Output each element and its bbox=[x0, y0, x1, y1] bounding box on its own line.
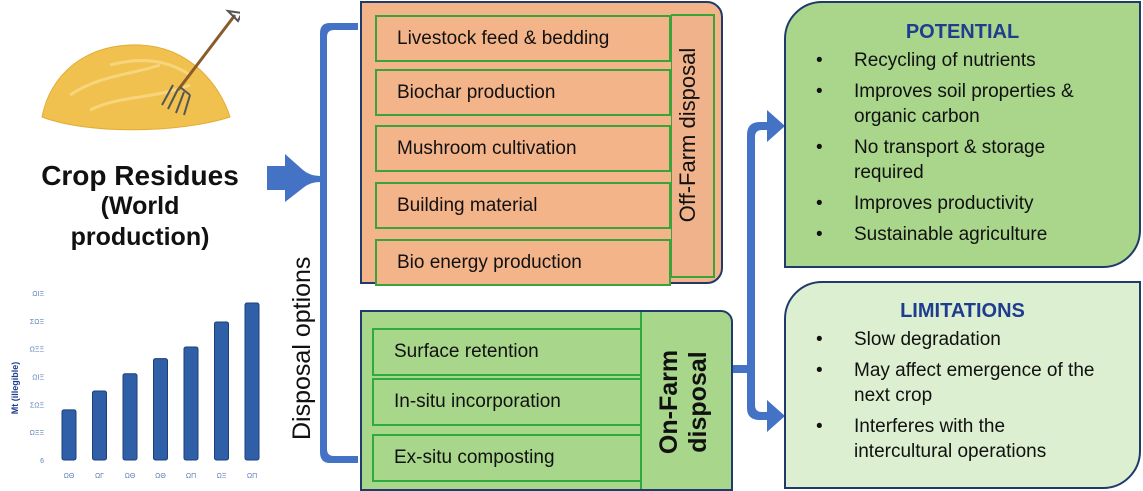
world-production-bar-chart: 6 ΩΞΞ ΣΩΞ ΩΙΞ ΩΞΞ ΣΩΞ ΩΙΞ ΩΘ ΩΓ ΩΘ ΩΘ ΩΠ ΩΞ ΩΠ Mt (i… bbox=[10, 291, 260, 480]
bullet-icon: • bbox=[816, 50, 823, 71]
potential-panel: POTENTIAL • Recycling of nutrients • Impro… bbox=[784, 1, 1141, 268]
chart-x-tick-label: ΩΠ bbox=[247, 473, 257, 480]
off-farm-item: Biochar production bbox=[375, 69, 671, 116]
bullet-icon: • bbox=[816, 329, 823, 350]
chart-x-tick-label: ΩΘ bbox=[155, 473, 166, 480]
chart-bar bbox=[92, 390, 107, 461]
potential-item: • Improves productivity bbox=[816, 191, 1129, 216]
bullet-icon: • bbox=[816, 193, 823, 214]
off-farm-label: Off-Farm disposal bbox=[675, 47, 700, 223]
potential-list: • Recycling of nutrients • Improves soil p… bbox=[786, 48, 1139, 247]
chart-y-tick-label: ΣΩΞ bbox=[30, 319, 45, 326]
on-farm-label-column bbox=[640, 312, 727, 489]
on-farm-panel: Surface retention In-situ incorporation … bbox=[360, 310, 733, 491]
bullet-icon: • bbox=[816, 137, 823, 158]
chart-y-tick-label: ΩΞΞ bbox=[30, 347, 45, 354]
chart-x-tick-label: ΩΠ bbox=[186, 473, 196, 480]
potential-item: • Recycling of nutrients bbox=[816, 48, 1129, 73]
off-farm-item: Building material bbox=[375, 182, 671, 229]
off-farm-item: Bio energy production bbox=[375, 239, 671, 286]
pitchfork-icon bbox=[161, 9, 240, 116]
chart-y-tick-label: ΩΞΞ bbox=[30, 430, 45, 437]
bullet-icon: • bbox=[816, 360, 823, 381]
off-farm-label-column bbox=[671, 14, 715, 278]
crop-residue-heap-image bbox=[41, 9, 240, 131]
on-farm-label: On-Farm disposal bbox=[655, 327, 713, 477]
limitations-list: • Slow degradation • May affect emergence … bbox=[786, 327, 1139, 464]
chart-bar bbox=[122, 373, 138, 461]
on-farm-label-line-2: disposal bbox=[684, 351, 712, 453]
potential-item-text: Improves productivity bbox=[854, 193, 1034, 214]
bullet-icon: • bbox=[816, 81, 823, 102]
limitations-title: LIMITATIONS bbox=[900, 300, 1025, 322]
on-farm-item: In-situ incorporation bbox=[372, 378, 642, 426]
chart-x-tick-label: ΩΓ bbox=[95, 473, 104, 480]
limitations-item-text: Interferes with the intercultural operat… bbox=[854, 416, 1047, 462]
potential-item-text: Recycling of nutrients bbox=[854, 50, 1036, 71]
off-farm-item: Livestock feed & bedding bbox=[375, 15, 671, 62]
on-farm-item: Ex-situ composting bbox=[372, 434, 642, 482]
potential-item-text: Sustainable agriculture bbox=[854, 224, 1048, 245]
chart-x-tick-label: ΩΞ bbox=[217, 473, 227, 480]
title-line-2: (World bbox=[100, 192, 180, 220]
title-line-1: Crop Residues bbox=[41, 160, 239, 191]
limitations-item: • May affect emergence of the next crop bbox=[816, 358, 1104, 408]
chart-y-tick-label: ΩΙΞ bbox=[32, 291, 44, 298]
chart-y-tick-label: ΣΩΞ bbox=[30, 402, 45, 409]
chart-bar bbox=[244, 302, 260, 461]
potential-item: • No transport & storage required bbox=[816, 135, 1084, 185]
bullet-icon: • bbox=[816, 224, 823, 245]
limitations-item: • Slow degradation bbox=[816, 327, 1129, 352]
outcome-connector bbox=[733, 110, 785, 432]
chart-x-tick-label: ΩΘ bbox=[125, 473, 136, 480]
limitations-item-text: Slow degradation bbox=[854, 329, 1001, 350]
hay-heap-shape bbox=[41, 44, 231, 131]
bullet-icon: • bbox=[816, 416, 823, 437]
chart-bar bbox=[183, 346, 199, 461]
potential-item-text: Improves soil properties & organic carbo… bbox=[854, 81, 1074, 127]
disposal-bracket bbox=[320, 23, 358, 463]
disposal-options-label: Disposal options bbox=[288, 256, 316, 440]
chart-bar bbox=[61, 409, 77, 461]
off-farm-item: Mushroom cultivation bbox=[375, 125, 671, 172]
limitations-panel: LIMITATIONS • Slow degradation • May affec… bbox=[784, 281, 1141, 489]
chart-x-tick-label: ΩΘ bbox=[64, 473, 75, 480]
chart-bar bbox=[153, 358, 168, 461]
potential-item: • Improves soil properties & organic carb… bbox=[816, 79, 1094, 129]
off-farm-panel: Livestock feed & bedding Biochar product… bbox=[360, 1, 723, 286]
potential-title: POTENTIAL bbox=[905, 21, 1020, 43]
on-farm-item: Surface retention bbox=[372, 328, 642, 376]
crop-residues-title: Crop Residues (World production) bbox=[0, 160, 280, 253]
potential-item: • Sustainable agriculture bbox=[816, 222, 1129, 247]
chart-y-tick-label: ΩΙΞ bbox=[32, 375, 44, 382]
limitations-item-text: May affect emergence of the next crop bbox=[854, 360, 1095, 406]
on-farm-label-line-1: On-Farm bbox=[655, 349, 683, 455]
chart-y-tick-label: 6 bbox=[40, 458, 44, 465]
chart-y-axis-label: Mt (illegible) bbox=[10, 362, 20, 415]
title-line-3: production) bbox=[70, 223, 210, 251]
limitations-item: • Interferes with the intercultural opera… bbox=[816, 414, 1094, 464]
chart-bar bbox=[214, 321, 229, 461]
potential-item-text: No transport & storage required bbox=[854, 137, 1046, 183]
